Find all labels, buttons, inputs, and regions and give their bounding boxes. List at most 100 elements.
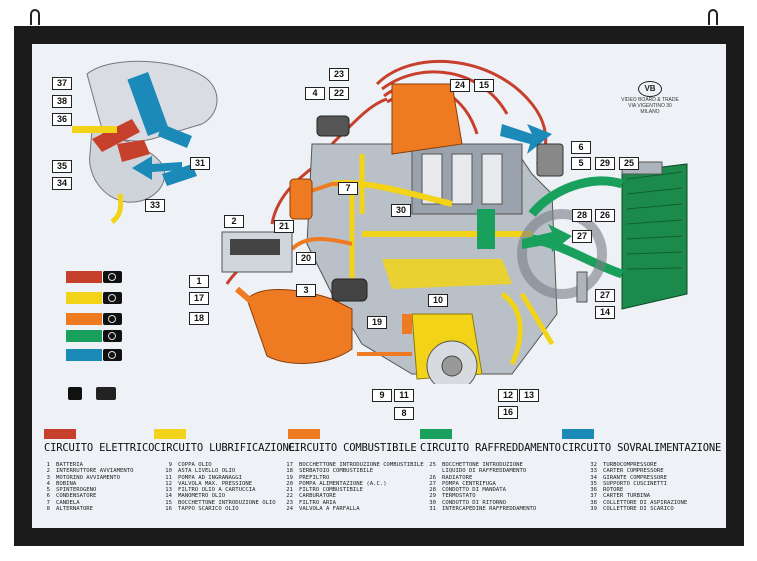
hanging-hook-left bbox=[30, 9, 40, 25]
callout-13: 13 bbox=[519, 389, 539, 402]
cooling-arrows bbox=[522, 224, 572, 252]
category-lubrication-title: CIRCUITO LUBRIFICAZIONE bbox=[154, 442, 295, 454]
callout-28: 27 bbox=[595, 289, 615, 302]
category-fuel-title: CIRCUITO COMBUSTIBILE bbox=[288, 442, 417, 454]
callout-15: 15 bbox=[474, 79, 494, 92]
callout-18: 18 bbox=[189, 312, 209, 325]
callout-37: 36 bbox=[52, 113, 72, 126]
fuel-system bbox=[235, 178, 412, 364]
legend-lubrication-switch[interactable] bbox=[103, 292, 122, 304]
callout-9: 9 bbox=[372, 389, 392, 402]
category-lubrication: CIRCUITO LUBRIFICAZIONE bbox=[154, 429, 295, 454]
legend-supercharging-swatch bbox=[66, 349, 102, 361]
power-switch[interactable] bbox=[68, 387, 82, 400]
power-selector[interactable] bbox=[96, 387, 116, 400]
engine-illustration bbox=[72, 59, 688, 384]
diagram-panel: VB VIDEO BOARD & TRADE VIA VIGENTINO 30 … bbox=[32, 44, 726, 528]
callout-36: 35 bbox=[52, 160, 72, 173]
callout-21: 21 bbox=[274, 220, 294, 233]
callout-19: 19 bbox=[367, 316, 387, 329]
fan bbox=[517, 209, 607, 299]
category-supercharging-title: CIRCUITO SOVRALIMENTAZIONE bbox=[562, 442, 722, 454]
category-supercharging: CIRCUITO SOVRALIMENTAZIONE bbox=[562, 429, 721, 454]
legend-fuel bbox=[66, 313, 124, 325]
legend-cooling-switch[interactable] bbox=[103, 330, 122, 342]
callout-3: 3 bbox=[296, 284, 316, 297]
category-cooling-bar bbox=[420, 429, 452, 439]
ignition-coil bbox=[316, 115, 350, 137]
list-item: LIQUIDO DI RAFFREDDAMENTO bbox=[442, 468, 527, 475]
callout-34: 33 bbox=[145, 199, 165, 212]
legend-supercharging-switch[interactable] bbox=[103, 349, 122, 361]
callout-29: 28 bbox=[572, 209, 592, 222]
callout-6: 6 bbox=[571, 141, 591, 154]
callout-14: 14 bbox=[595, 306, 615, 319]
legend-cooling-swatch bbox=[66, 330, 102, 342]
callout-26: 26 bbox=[595, 209, 615, 222]
callout-2: 2 bbox=[224, 215, 244, 228]
callout-30: 29 bbox=[595, 157, 615, 170]
category-fuel-bar bbox=[288, 429, 320, 439]
callout-23: 23 bbox=[329, 68, 349, 81]
distributor bbox=[536, 143, 564, 177]
callout-5: 5 bbox=[571, 157, 591, 170]
callout-16: 16 bbox=[498, 406, 518, 419]
legend-fuel-swatch bbox=[66, 313, 102, 325]
callout-8: 8 bbox=[394, 407, 414, 420]
brand-line-3: MILANO bbox=[640, 109, 660, 115]
legend-lubrication bbox=[66, 292, 124, 304]
category-electric: CIRCUITO ELETTRICO bbox=[44, 429, 154, 454]
supercharging-arrows bbox=[132, 124, 552, 180]
brand-logo: VB bbox=[638, 81, 662, 97]
category-fuel: CIRCUITO COMBUSTIBILE bbox=[288, 429, 417, 454]
callout-39: 38 bbox=[52, 95, 72, 108]
callout-7: 7 bbox=[338, 182, 358, 195]
brand-block: VB VIDEO BOARD & TRADE VIA VIGENTINO 30 … bbox=[605, 78, 695, 115]
callout-17: 17 bbox=[189, 292, 209, 305]
legend-fuel-switch[interactable] bbox=[103, 313, 122, 325]
legend-electric-switch[interactable] bbox=[103, 271, 122, 283]
callout-38: 37 bbox=[52, 77, 72, 90]
legend-lubrication-swatch bbox=[66, 292, 102, 304]
legend-cooling bbox=[66, 330, 124, 342]
callout-33: 31 bbox=[190, 157, 210, 170]
brand-line-2: VIA VIGENTINO 30 bbox=[628, 103, 672, 109]
callout-25: 25 bbox=[619, 157, 639, 170]
legend-electric-swatch bbox=[66, 271, 102, 283]
category-supercharging-bar bbox=[562, 429, 594, 439]
turbocharger-inset bbox=[72, 60, 218, 224]
category-cooling: CIRCUITO RAFFREDDAMENTO bbox=[420, 429, 561, 454]
legend-electric bbox=[66, 271, 124, 283]
